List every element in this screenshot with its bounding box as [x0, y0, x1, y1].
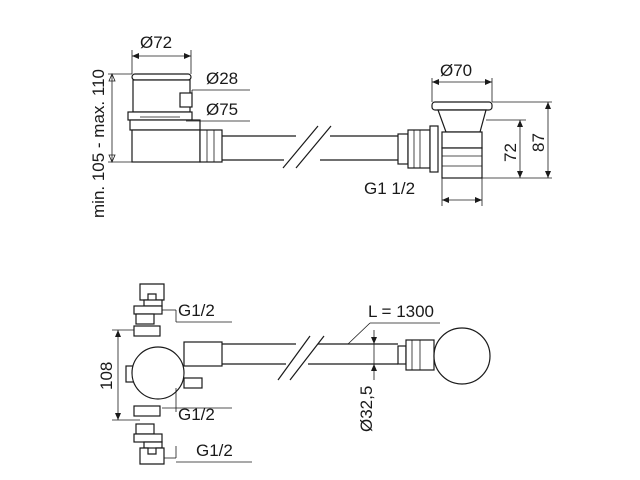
top-pipe — [222, 125, 398, 169]
dia-75-label: Ø75 — [206, 100, 238, 119]
pipe-dia-dimension: Ø32,5 — [357, 330, 380, 432]
bottom-view: G1/2 108 — [97, 283, 491, 465]
left-valve-body — [127, 73, 223, 163]
length-callout: L = 1300 — [347, 302, 440, 345]
bottom-elbow-fitting — [133, 423, 177, 465]
height-range-label: min. 105 - max. 110 — [89, 69, 108, 218]
right-drain-body — [397, 101, 493, 179]
dia-75-callout: Ø75 — [186, 100, 250, 122]
bottom-pipe — [222, 335, 398, 381]
dia-28-callout: Ø28 — [191, 69, 250, 100]
g1-2-bottom-label: G1/2 — [196, 441, 233, 460]
top-view: min. 105 - max. 110 Ø72 — [89, 33, 552, 218]
height-72-87-dimension: 72 87 — [482, 101, 552, 179]
dia-70-label: Ø70 — [440, 61, 472, 80]
dim-108-label: 108 — [97, 362, 116, 390]
dia-72-dimension: Ø72 — [131, 33, 192, 74]
g1-2-mid-label: G1/2 — [178, 405, 215, 424]
dim-72-label: 72 — [501, 143, 520, 162]
dia-72-label: Ø72 — [140, 33, 172, 52]
g1-2-top-label: G1/2 — [178, 301, 215, 320]
pipe-dia-label: Ø32,5 — [357, 386, 376, 432]
central-valve-body — [125, 325, 223, 417]
thread-g1-1-2-label: G1 1/2 — [364, 179, 415, 198]
length-label: L = 1300 — [368, 302, 434, 321]
dim-108: 108 — [97, 329, 140, 421]
dia-70-dimension: Ø70 — [431, 61, 493, 102]
thread-g1-1-2-callout: G1 1/2 — [364, 178, 483, 206]
height-dimension — [108, 72, 132, 164]
top-elbow-fitting — [133, 283, 177, 325]
dim-87-label: 87 — [529, 133, 548, 152]
right-end-connector — [397, 327, 491, 385]
dia-28-label: Ø28 — [206, 69, 238, 88]
